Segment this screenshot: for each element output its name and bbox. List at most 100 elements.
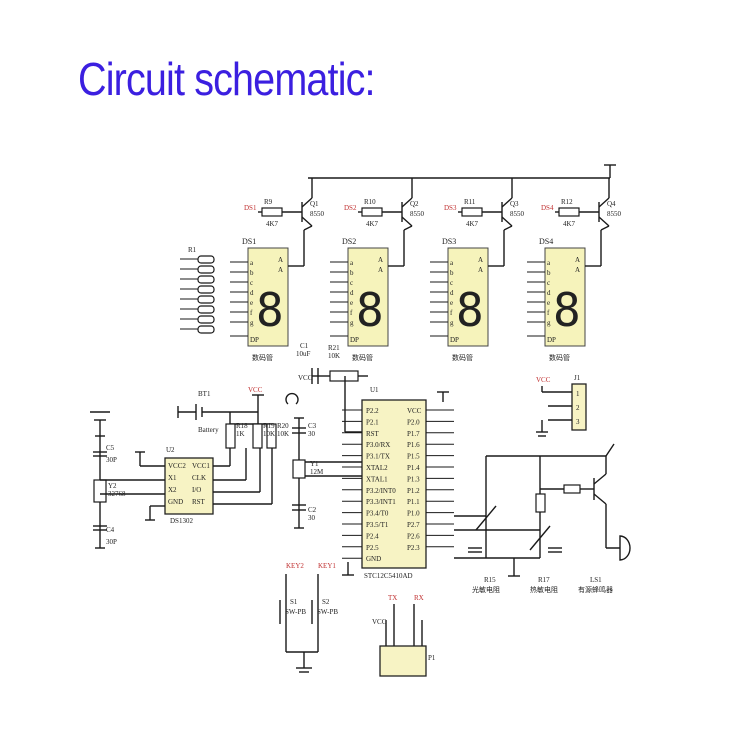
- r20-label: R20: [277, 422, 289, 430]
- mcu-pin-label: P3.4/T0: [366, 510, 389, 518]
- segment-digit: 8: [456, 283, 484, 337]
- segment-pin-label: e: [250, 299, 253, 307]
- display-label: DS1: [242, 237, 256, 246]
- y1-label: Y1: [310, 460, 319, 468]
- j1-body: [571, 383, 587, 431]
- vcc-battery-label: VCC: [248, 386, 263, 394]
- seven-segment-display: [247, 247, 289, 347]
- display-label: DS4: [539, 237, 553, 246]
- transistor-label: Q2: [410, 200, 419, 208]
- mcu-pin-label: P1.0: [407, 510, 420, 518]
- seven-segment-display: [347, 247, 389, 347]
- r20-resistor: [266, 423, 277, 449]
- transistor-collector: [401, 216, 413, 227]
- anode-pin-label: A: [478, 256, 483, 264]
- dp-pin-label: DP: [547, 336, 556, 344]
- segment-digit: 8: [553, 283, 581, 337]
- mcu-pin-label: P3.2/INT0: [366, 487, 396, 495]
- segment-pin-label: d: [450, 289, 454, 297]
- base-resistor-label: R10: [364, 198, 376, 206]
- display-caption: 数码管: [549, 353, 570, 362]
- rtc-pin-label: X1: [168, 474, 177, 482]
- mcu-pin-label: XTAL2: [366, 464, 388, 472]
- y1-value: 12M: [310, 468, 324, 476]
- r1-resistor: [197, 305, 215, 314]
- mcu-pin-label: P2.6: [407, 532, 420, 540]
- seven-segment-display: [447, 247, 489, 347]
- base-resistor-value: 4K7: [466, 220, 479, 228]
- base-resistor-label: R12: [561, 198, 573, 206]
- c5-label: C5: [106, 444, 115, 452]
- s1-type: SW-PB: [285, 608, 306, 616]
- r21-label: R21: [328, 344, 340, 352]
- drive-input-label: DS1: [244, 204, 257, 212]
- mcu-pin-label: XTAL1: [366, 475, 388, 483]
- c3-label: C3: [308, 422, 317, 430]
- r1-resistor: [197, 285, 215, 294]
- transistor-collector: [301, 216, 313, 227]
- c4-label: C4: [106, 526, 115, 534]
- c4-value: 30P: [106, 538, 117, 546]
- r19-value: 10K: [263, 430, 275, 438]
- segment-pin-label: e: [450, 299, 453, 307]
- anode-pin-label: A: [278, 266, 283, 274]
- j1-label: J1: [574, 374, 581, 382]
- segment-pin-label: b: [450, 269, 454, 277]
- tx-label: TX: [388, 594, 397, 602]
- segment-pin-label: g: [350, 319, 354, 327]
- transistor-emitter: [598, 197, 610, 208]
- mcu-pin-label: VCC: [407, 407, 422, 415]
- key1-label: KEY1: [318, 562, 336, 570]
- segment-pin-label: d: [547, 289, 551, 297]
- display-caption: 数码管: [352, 353, 373, 362]
- mcu-pin-label: P1.4: [407, 464, 420, 472]
- transistor-type: 8550: [607, 210, 622, 218]
- segment-pin-label: g: [450, 319, 454, 327]
- r15-label: R15: [484, 576, 496, 584]
- mcu-pin-label: P2.1: [366, 418, 379, 426]
- mcu-part-label: STC12C5410AD: [364, 572, 413, 580]
- c2-value: 30: [308, 514, 316, 522]
- buzzer-ls1: [606, 535, 631, 561]
- r1-resistor: [197, 255, 215, 264]
- segment-pin-label: f: [450, 309, 453, 317]
- j1-pin-1: 1: [576, 390, 580, 398]
- p1-body: [379, 645, 427, 677]
- rtc-pin-label: X2: [168, 486, 177, 494]
- c5-value: 30P: [106, 456, 117, 464]
- mcu-pin-label: P1.7: [407, 430, 420, 438]
- j1-pin-3: 3: [576, 418, 580, 426]
- rtc-body: [164, 457, 214, 515]
- base-resistor: [558, 207, 580, 217]
- mcu-pin-label: P2.5: [366, 544, 379, 552]
- rtc-label: U2: [166, 446, 175, 454]
- s2-label: S2: [322, 598, 330, 606]
- mcu-pin-label: GND: [366, 555, 381, 563]
- r18-resistor: [225, 423, 236, 449]
- segment-pin-label: b: [547, 269, 551, 277]
- program-header-p1: TX RX VCC P1: [372, 594, 436, 677]
- transistor-emitter: [501, 197, 513, 208]
- vcc-top-rail: [308, 164, 616, 179]
- r19-resistor: [252, 423, 263, 449]
- segment-pin-label: d: [250, 289, 254, 297]
- mcu-pin-label: P2.7: [407, 521, 420, 529]
- r1-resistor: [197, 315, 215, 324]
- segment-pin-label: e: [547, 299, 550, 307]
- mcu-pin-label: P1.3: [407, 475, 420, 483]
- mcu-pin-label: P3.0/RX: [366, 441, 390, 449]
- display-label: DS2: [342, 237, 356, 246]
- transistor-type: 8550: [410, 210, 425, 218]
- segment-pin-label: c: [250, 279, 253, 287]
- s2-type: SW-PB: [317, 608, 338, 616]
- display-label: DS3: [442, 237, 456, 246]
- anode-pin-label: A: [378, 256, 383, 264]
- s1-label: S1: [290, 598, 298, 606]
- crystal-y2: [93, 479, 107, 503]
- drive-input-label: DS4: [541, 204, 554, 212]
- r19-label: R19: [263, 422, 275, 430]
- r20-value: 10K: [277, 430, 289, 438]
